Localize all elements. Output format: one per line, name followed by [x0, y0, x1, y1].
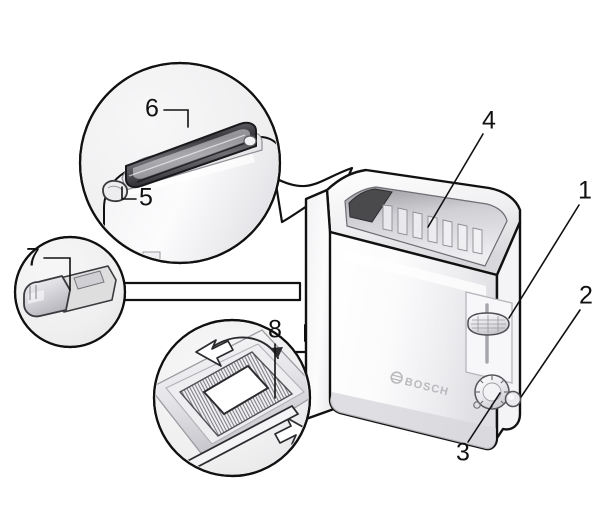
body-highlight	[344, 250, 486, 296]
callout-1-number: 1	[578, 177, 592, 205]
bosch-emblem-bars	[391, 374, 402, 382]
tab-body[interactable]	[102, 179, 129, 203]
callout-2-number: 2	[579, 282, 593, 310]
callout-2-leader	[520, 309, 581, 398]
callout-3-leader	[467, 392, 501, 443]
connector-left	[121, 281, 302, 302]
lever-grip-lines	[471, 315, 506, 333]
callout-5: 5	[121, 184, 153, 212]
callout-layer: 1 2 3 4 5	[26, 95, 593, 467]
toast-lever[interactable]	[467, 312, 510, 336]
knob-zero-mark	[473, 401, 481, 409]
rack-accessory-tongue	[73, 270, 105, 290]
callout-3-number: 3	[456, 439, 470, 467]
detail-circle-top-ring	[78, 61, 282, 265]
toaster-appliance: BOSCH	[304, 168, 522, 451]
bread-slot-opening	[348, 188, 393, 223]
stop-button[interactable]	[504, 390, 522, 408]
arrow-shape-upper	[195, 339, 234, 367]
body-bottom-shading	[330, 392, 496, 450]
callout-3: 3	[456, 392, 501, 467]
tab-crease	[107, 185, 123, 191]
callout-2: 2	[520, 282, 593, 398]
rack-end-cap	[243, 135, 257, 147]
callout-8: 8	[268, 316, 282, 399]
rack-shadow-line	[136, 140, 252, 183]
callout-4: 4	[427, 107, 496, 228]
callout-1: 1	[508, 177, 592, 319]
crumb-tray-gap[interactable]	[202, 364, 270, 416]
detail-crumb-tray	[152, 318, 312, 478]
detail-warming-rack-part	[13, 235, 127, 349]
callout-1-leader	[508, 204, 580, 319]
rotation-arrow-head	[270, 347, 283, 358]
warming-rack-release-tab[interactable]	[102, 179, 129, 203]
callout-4-number: 4	[482, 107, 496, 135]
callout-8-number: 8	[268, 316, 282, 344]
rack-top-gleam	[128, 134, 246, 177]
control-panel-recess	[465, 291, 513, 384]
callout-5-leader	[121, 186, 137, 200]
callout-6: 6	[145, 95, 189, 128]
detail-circle-bottom-ring	[152, 318, 312, 478]
bracket-grooves	[29, 285, 37, 300]
insert-arrow-upper	[195, 339, 234, 367]
callout-7-leader	[43, 257, 71, 291]
knob-cap	[482, 382, 502, 402]
callout-7: 7	[26, 244, 71, 291]
bosch-anchor-emblem	[390, 371, 403, 384]
callout-6-number: 6	[145, 95, 159, 123]
browning-control-knob[interactable]	[473, 374, 510, 410]
callout-4-leader	[427, 133, 484, 228]
callout-5-number: 5	[139, 184, 153, 212]
callout-6-leader	[163, 109, 189, 128]
detail-circle-left-ring	[13, 235, 127, 349]
stop-button-highlight	[508, 394, 514, 400]
callout-7-number: 7	[26, 244, 40, 272]
bun-warming-rack[interactable]	[125, 121, 257, 189]
bread-guide-fins	[382, 204, 483, 255]
